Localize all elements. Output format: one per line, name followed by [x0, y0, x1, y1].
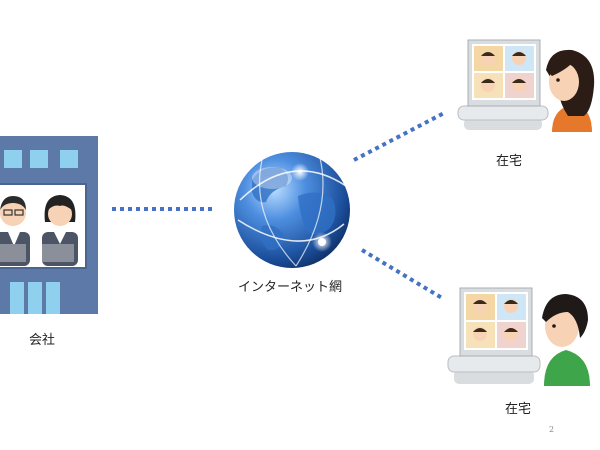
- home-2-label: 在宅: [504, 402, 532, 417]
- office-label: 会社: [28, 333, 56, 348]
- home-worker-1: [457, 39, 595, 132]
- connector-internet-home-2: [360, 248, 444, 300]
- page-number: 2: [549, 425, 555, 434]
- internet-label: インターネット網: [237, 280, 343, 295]
- connector-lines: [112, 110, 447, 300]
- office-worker-icon: [42, 195, 78, 266]
- home-1-label: 在宅: [495, 154, 523, 169]
- connector-internet-home-1: [353, 110, 447, 162]
- office-building: [0, 136, 98, 314]
- internet-globe-icon: [234, 152, 350, 268]
- home-worker-2: [447, 287, 590, 386]
- office-worker-icon: [0, 196, 30, 266]
